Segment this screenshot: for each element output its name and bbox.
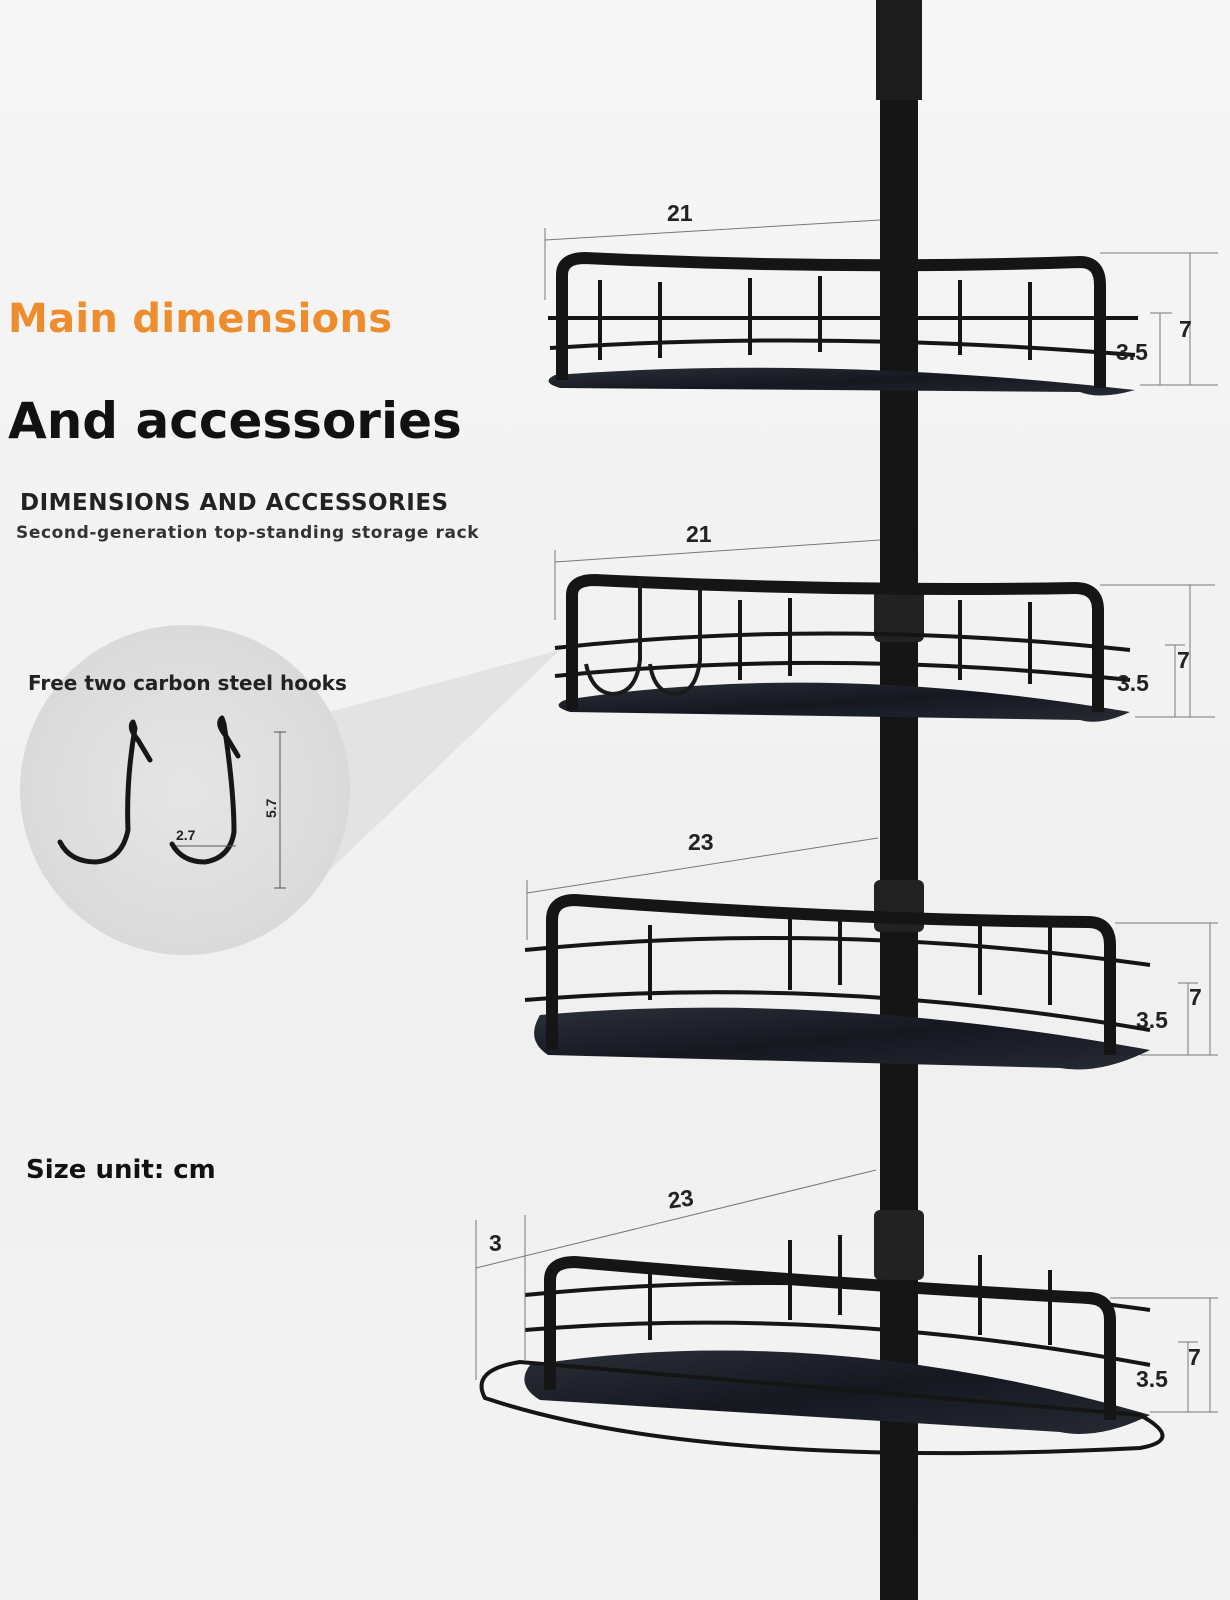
shelf-1 — [548, 251, 1138, 396]
shelf-1-rail: 3.5 — [1116, 339, 1148, 365]
shelf-2-rail: 3.5 — [1117, 670, 1149, 696]
headline-caps: DIMENSIONS AND ACCESSORIES — [20, 490, 449, 516]
hooks-callout — [20, 625, 560, 955]
shelf-4-height: 7 — [1188, 1344, 1201, 1370]
shelf-4-rail: 3.5 — [1136, 1366, 1168, 1392]
headline-main: Main dimensions — [8, 296, 393, 342]
shelf-2 — [554, 573, 1131, 722]
dimension-lines — [475, 219, 1218, 1413]
shelf-3 — [524, 893, 1151, 1070]
hook-icon — [57, 715, 241, 865]
shelf-4-base: 3 — [489, 1230, 502, 1256]
shelf-1-height: 7 — [1179, 316, 1192, 342]
hook-dimension-lines — [176, 731, 286, 889]
shelf-2-height: 7 — [1177, 647, 1190, 673]
hooks-label: Free two carbon steel hooks — [28, 671, 347, 695]
shelf-2-width: 21 — [686, 521, 712, 547]
shelf-3-rail: 3.5 — [1136, 1007, 1168, 1033]
headline-subtitle: Second-generation top-standing storage r… — [16, 523, 480, 543]
shelf-3-height: 7 — [1189, 984, 1202, 1010]
headline-accessories: And accessories — [8, 392, 462, 450]
shelf-4 — [479, 1235, 1165, 1456]
dimension-labels: 21 7 3.5 21 7 3.5 23 7 3.5 23 3 7 3.5 2.… — [176, 200, 1202, 1392]
shelf-4-width: 23 — [666, 1184, 695, 1213]
size-unit-label: Size unit: cm — [26, 1155, 216, 1185]
tension-pole — [874, 0, 924, 1600]
hook-width: 2.7 — [176, 827, 196, 843]
shelf-1-width: 21 — [667, 200, 693, 226]
shelf-3-width: 23 — [688, 829, 714, 855]
hook-height: 5.7 — [263, 798, 279, 818]
